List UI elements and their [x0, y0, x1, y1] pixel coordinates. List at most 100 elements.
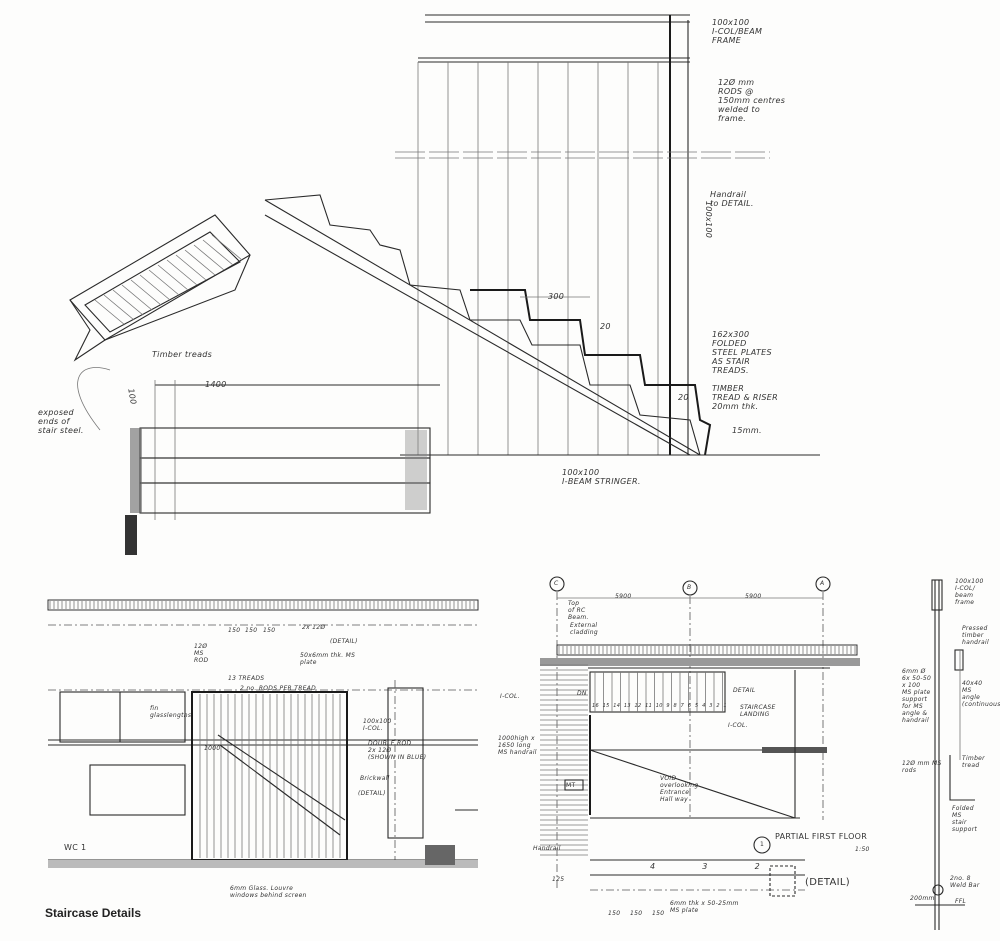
note-detail: (DETAIL) [330, 638, 358, 645]
dim-200: 200mm [910, 895, 935, 902]
step-number: 16 [592, 703, 599, 709]
note-icol: 100x100 I-COL. [363, 718, 392, 732]
note-double-rod: DOUBLE ROD 2x 12Ø (SHOWN IN BLUE) [368, 740, 427, 761]
note-icol: I-COL. [500, 693, 520, 700]
note-beam-frame: 100x100 I-COL/BEAM FRAME [712, 18, 763, 45]
note-detail-big: (DETAIL) [805, 877, 850, 888]
grid-b: B [687, 584, 692, 591]
note-fin-glass: fin glasslengths [150, 705, 192, 719]
tread-number: 2 [754, 862, 760, 871]
grid-a: A [820, 580, 825, 587]
note-dim-100x100: 100x100 [704, 200, 714, 239]
note-ffl: FFL [955, 898, 967, 905]
dim-1400: 1400 [205, 380, 227, 389]
drawing-line [175, 254, 207, 281]
note-rods: 12Ø mm RODS @ 150mm centres welded to fr… [718, 78, 786, 123]
dim-125: 125 [552, 876, 565, 883]
step-number: 14 [613, 703, 621, 709]
note-louvre: 6mm Glass. Louvre windows behind screen [230, 885, 307, 899]
drawing-line [148, 269, 180, 296]
note-plate-support: 6mm Ø 6x 50-50 x 100 MS plate support fo… [902, 668, 932, 724]
tread-number: 4 [650, 862, 656, 871]
step-number: 7 [680, 703, 685, 709]
step-number: 2 [716, 703, 720, 709]
dim-15: 15mm. [732, 426, 762, 435]
note-void: VOID overlooking Entrance Hall way [660, 775, 699, 803]
grid-c: C [554, 580, 559, 587]
dim-5900b: 5900 [745, 593, 762, 600]
step-number: 8 [673, 703, 677, 709]
drawing-line [211, 234, 243, 261]
note-handrail-plan: Handrail [533, 845, 561, 852]
dim-bottom-2: 150 [630, 910, 643, 917]
note-weld-bar: 2no. 8 Weld Bar [950, 875, 980, 889]
tread-number: 3 [702, 862, 708, 871]
dim-5900a: 5900 [615, 593, 632, 600]
note-timber-tread: Timber tread [962, 755, 985, 769]
drawing-line [121, 284, 153, 311]
note-landing: STAIRCASE LANDING [740, 704, 776, 718]
label-partial-first-floor: PARTIAL FIRST FLOOR [775, 832, 868, 841]
callout-1: 1 [760, 841, 765, 848]
step-number: 1 [723, 703, 727, 709]
note-handrail-dims: 1000high x 1650 long MS handrail [498, 735, 537, 756]
note-timber-handrail: Pressed timber handrail [962, 625, 989, 646]
dim-bottom-3: 150 [652, 910, 665, 917]
note-timber: TIMBER TREAD & RISER 20mm thk. [712, 384, 778, 411]
dim-bottom-1: 150 [608, 910, 621, 917]
drawing-line [112, 289, 144, 316]
note-13-treads: 13 TREADS [228, 675, 265, 682]
note-dn: DN [577, 690, 587, 697]
staircase-section [47, 599, 479, 868]
step-number: 10 [655, 703, 663, 709]
drawing-line [94, 299, 126, 326]
note-rod: 12Ø MS ROD [194, 643, 209, 664]
drawing-line [202, 239, 234, 266]
note-detail-plan: DETAIL [733, 687, 756, 694]
note-brickwall: Brickwall [360, 775, 390, 782]
drawing-line [184, 249, 216, 276]
step-number: 4 [702, 703, 706, 709]
note-angle: 40x40 MS angle (continuous) [962, 680, 1000, 708]
label-mt: MT [566, 782, 576, 789]
step-number: 5 [694, 703, 699, 709]
stair-elevation-sketch [264, 14, 820, 456]
note-folded-support: Folded MS stair support [952, 805, 978, 833]
dim-20b: 20 [678, 393, 689, 402]
dim-20: 20 [600, 322, 611, 331]
drawing-line [157, 264, 189, 291]
note-rods-per-tread: 2 no. RODS PER TREAD [240, 685, 317, 692]
note-cladding: External cladding [570, 622, 598, 636]
note-timber-treads: Timber treads [152, 350, 213, 359]
note-plate-plan: 6mm thk x 50-25mm MS plate [670, 900, 739, 914]
note-detail2: (DETAIL) [358, 790, 386, 797]
step-number: 6 [687, 703, 692, 709]
note-top-beam: Top of RC Beam. [568, 600, 589, 621]
note-side-frame: 100x100 I-COL/ beam frame [955, 578, 984, 606]
dim-1000: 1000 [204, 745, 221, 752]
step-number: 9 [666, 703, 670, 709]
note-folded-treads: 162x300 FOLDED STEEL PLATES AS STAIR TRE… [712, 330, 772, 375]
dim-150c: 150 [263, 627, 276, 634]
note-plate: 50x6mm thk. MS plate [300, 652, 356, 666]
dim-300: 300 [548, 292, 565, 301]
step-number: 11 [645, 703, 653, 709]
note-exposed-ends: exposed ends of stair steel. [38, 408, 84, 435]
note-stringer: 100x100 I-BEAM STRINGER. [562, 468, 641, 486]
tread-3d-sketch [69, 214, 251, 362]
drawing-line [103, 294, 135, 321]
note-icol2: I-COL. [728, 722, 748, 729]
drawing-line [193, 244, 225, 271]
step-number: 12 [634, 703, 642, 709]
figure-caption: Staircase Details [45, 906, 142, 920]
step-number: 15 [602, 703, 610, 709]
dim-150b: 150 [245, 627, 258, 634]
step-number: 13 [623, 703, 631, 709]
step-number: 3 [709, 703, 713, 709]
note-ms-rods: 12Ø mm MS rods [902, 760, 942, 774]
drawing-line [166, 259, 198, 286]
drawing-line [130, 279, 162, 306]
stair-plan-sketch [77, 367, 440, 555]
